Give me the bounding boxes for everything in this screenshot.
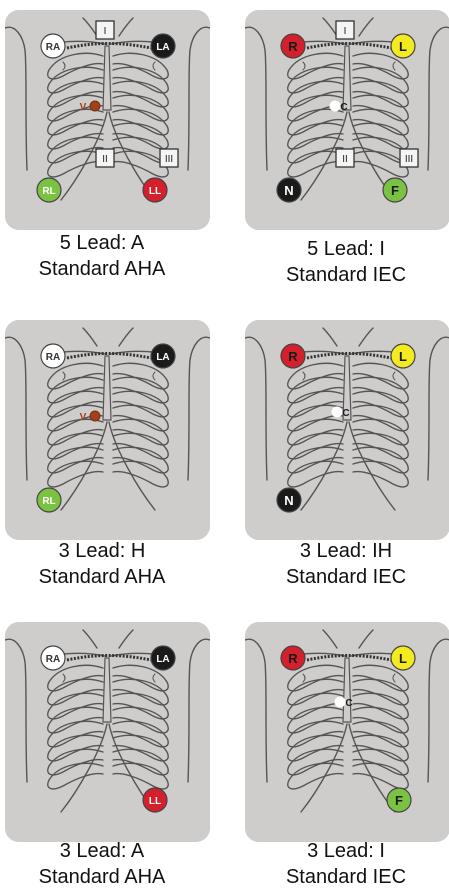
caption: 5 Lead: I Standard IEC bbox=[236, 236, 449, 288]
c-electrode bbox=[335, 697, 345, 707]
lead-label-text: II bbox=[342, 154, 348, 165]
caption: 3 Lead: I Standard IEC bbox=[236, 838, 449, 890]
caption: 3 Lead: A Standard AHA bbox=[0, 838, 212, 890]
c-label: C bbox=[345, 698, 352, 709]
caption-line-2: Standard IEC bbox=[236, 262, 449, 288]
caption-line-1: 3 Lead: IH bbox=[236, 538, 449, 564]
electrode-label-f: F bbox=[395, 793, 403, 808]
electrode-label-n: N bbox=[284, 183, 293, 198]
electrode-label-la: LA bbox=[156, 42, 169, 53]
caption-line-1: 5 Lead: I bbox=[236, 236, 449, 262]
electrode-label-la: LA bbox=[156, 654, 169, 665]
electrode-label-ra: RA bbox=[46, 42, 60, 53]
v-electrode bbox=[90, 101, 100, 111]
caption-line-2: Standard IEC bbox=[236, 864, 449, 890]
electrode-label-f: F bbox=[391, 183, 399, 198]
torso-card: R L N C bbox=[245, 320, 449, 540]
electrode-label-n: N bbox=[284, 493, 293, 508]
electrode-label-ra: RA bbox=[46, 654, 60, 665]
caption-line-1: 3 Lead: I bbox=[236, 838, 449, 864]
caption: 3 Lead: IH Standard IEC bbox=[236, 538, 449, 590]
caption-line-1: 3 Lead: A bbox=[0, 838, 212, 864]
c-label: C bbox=[342, 408, 349, 419]
v-label: V bbox=[80, 102, 87, 113]
caption: 3 Lead: H Standard AHA bbox=[0, 538, 212, 590]
caption-line-1: 5 Lead: A bbox=[0, 230, 212, 256]
v-label: V bbox=[80, 412, 87, 423]
v-electrode bbox=[90, 411, 100, 421]
caption-line-2: Standard IEC bbox=[236, 564, 449, 590]
c-label: C bbox=[340, 102, 347, 113]
caption: 5 Lead: A Standard AHA bbox=[0, 230, 212, 282]
electrode-label-r: R bbox=[288, 651, 298, 666]
torso-card: IIIIIIRALARLLLV bbox=[5, 10, 210, 230]
lead-label-text: II bbox=[102, 154, 108, 165]
torso-card: RA LA LL bbox=[5, 622, 210, 842]
caption-line-2: Standard AHA bbox=[0, 256, 212, 282]
electrode-label-r: R bbox=[288, 349, 298, 364]
lead-label-text: III bbox=[405, 154, 413, 165]
torso-svg: IIIIIIRLNFC bbox=[245, 10, 449, 230]
lead-label-text: III bbox=[165, 154, 173, 165]
electrode-label-ll: LL bbox=[149, 796, 161, 807]
caption-line-2: Standard AHA bbox=[0, 864, 212, 890]
torso-card: RA LA RL V bbox=[5, 320, 210, 540]
electrode-label-l: L bbox=[399, 39, 407, 54]
torso-card: R L F C bbox=[245, 622, 449, 842]
electrode-label-l: L bbox=[399, 651, 407, 666]
caption-line-1: 3 Lead: H bbox=[0, 538, 212, 564]
electrode-label-r: R bbox=[288, 39, 298, 54]
torso-svg: R L F C bbox=[245, 622, 449, 842]
caption-line-2: Standard AHA bbox=[0, 564, 212, 590]
torso-svg: RA LA RL V bbox=[5, 320, 210, 540]
lead-label-text: I bbox=[344, 26, 347, 37]
torso-svg: RA LA LL bbox=[5, 622, 210, 842]
c-electrode bbox=[330, 101, 340, 111]
card-bg bbox=[5, 622, 210, 842]
electrode-label-la: LA bbox=[156, 352, 169, 363]
electrode-label-ll: LL bbox=[149, 186, 161, 197]
electrode-label-rl: RL bbox=[42, 496, 55, 507]
card-bg bbox=[5, 320, 210, 540]
electrode-label-l: L bbox=[399, 349, 407, 364]
electrode-label-rl: RL bbox=[42, 186, 55, 197]
torso-svg: R L N C bbox=[245, 320, 449, 540]
card-bg bbox=[5, 10, 210, 230]
electrode-label-ra: RA bbox=[46, 352, 60, 363]
lead-label-text: I bbox=[104, 26, 107, 37]
c-electrode bbox=[332, 407, 342, 417]
